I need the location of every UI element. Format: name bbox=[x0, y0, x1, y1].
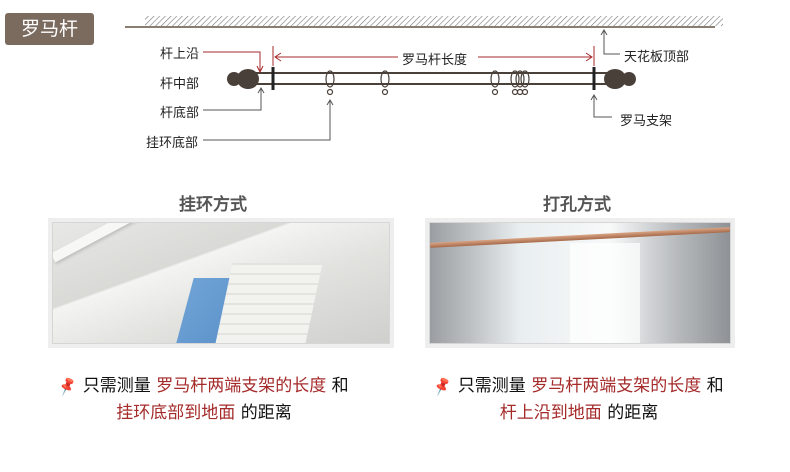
label-rod-top: 杆上沿 bbox=[160, 47, 200, 62]
pushpin-icon: 📌 bbox=[57, 376, 80, 398]
label-rod-bottom: 杆底部 bbox=[160, 106, 200, 121]
curtain-rod-diagram bbox=[125, 16, 723, 141]
rod-length-dimension bbox=[203, 46, 595, 74]
left-finial-icon bbox=[227, 69, 259, 89]
right-finial-icon bbox=[604, 69, 636, 89]
note-highlight: 罗马杆两端支架的长度 bbox=[531, 376, 702, 396]
pushpin-icon: 📌 bbox=[432, 376, 455, 398]
note-mid: 和 bbox=[706, 376, 724, 396]
brackets bbox=[271, 67, 596, 90]
note-mid: 和 bbox=[331, 376, 349, 396]
category-badge: 罗马杆 bbox=[5, 13, 94, 45]
label-ring-bottom: 挂环底部 bbox=[146, 136, 199, 151]
note-prefix: 只需测量 bbox=[457, 376, 526, 396]
section-title-ring: 挂环方式 bbox=[179, 195, 247, 215]
label-ceiling-top: 天花板顶部 bbox=[624, 50, 690, 65]
note-suffix: 的距离 bbox=[240, 403, 292, 423]
note-grommet-style: 📌只需测量 罗马杆两端支架的长度 和 杆上沿到地面 的距离 bbox=[389, 373, 769, 426]
note-highlight: 杆上沿到地面 bbox=[499, 403, 602, 423]
note-suffix: 的距离 bbox=[607, 403, 659, 423]
note-highlight: 罗马杆两端支架的长度 bbox=[156, 376, 327, 396]
ceiling bbox=[125, 16, 723, 28]
ring-style-photo bbox=[52, 222, 390, 344]
label-rod-length: 罗马杆长度 bbox=[402, 53, 468, 68]
section-title-grommet: 打孔方式 bbox=[543, 195, 611, 215]
rod bbox=[255, 72, 610, 85]
label-rod-middle: 杆中部 bbox=[160, 77, 200, 92]
note-highlight: 挂环底部到地面 bbox=[116, 403, 236, 423]
leader-lines bbox=[203, 29, 620, 141]
note-ring-style: 📌只需测量 罗马杆两端支架的长度 和 挂环底部到地面 的距离 bbox=[14, 373, 394, 426]
note-prefix: 只需测量 bbox=[82, 376, 151, 396]
label-bracket: 罗马支架 bbox=[620, 114, 673, 129]
grommet-style-photo bbox=[429, 222, 731, 344]
rings bbox=[325, 70, 530, 96]
